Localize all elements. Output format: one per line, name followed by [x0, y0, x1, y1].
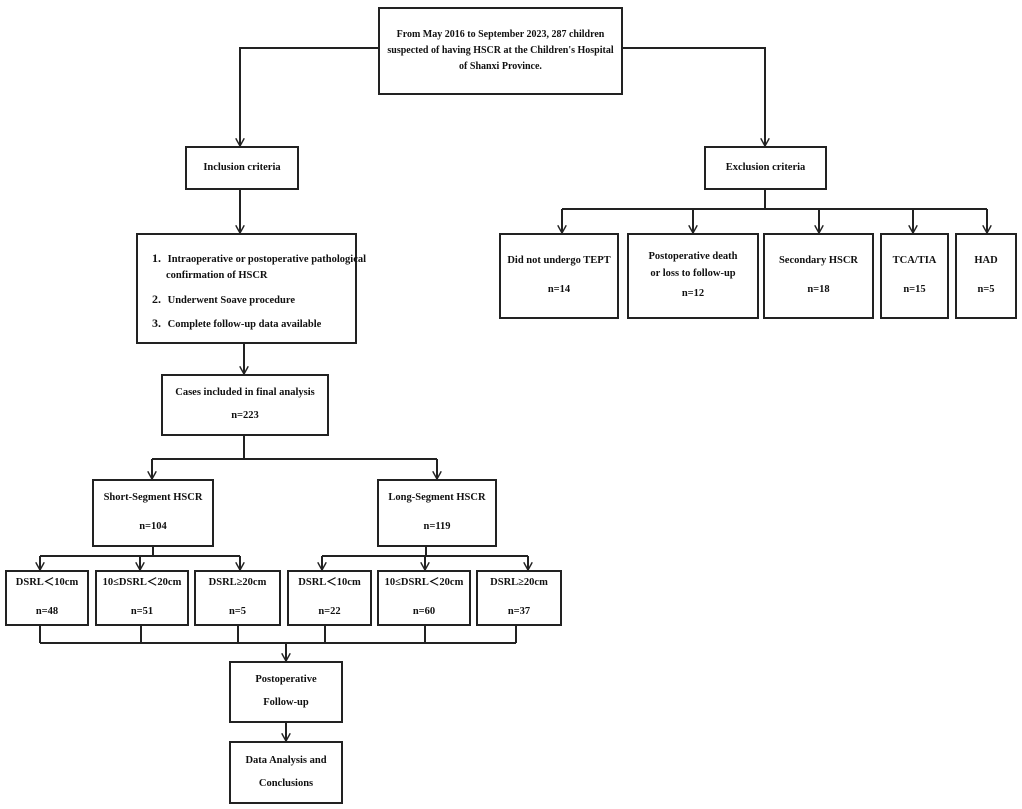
- final-analysis-box: Cases included in final analysis n=223: [161, 374, 329, 436]
- exclusion-criteria-box: Exclusion criteria: [704, 146, 827, 190]
- conclusion-box: Data Analysis and Conclusions: [229, 741, 343, 804]
- exclusion-had-box: HAD n=5: [955, 233, 1017, 319]
- short-dsrl-10-20-label: 10≤DSRL＜20cm: [102, 577, 182, 589]
- inclusion-criteria-title: Inclusion criteria: [203, 161, 281, 173]
- criterion-3: 3. Complete follow-up data available: [152, 314, 345, 333]
- short-dsrl-ge20-box: DSRL≥20cm n=5: [194, 570, 281, 626]
- long-dsrl-10-20-label: 10≤DSRL＜20cm: [384, 577, 464, 589]
- followup-box: Postoperative Follow-up: [229, 661, 343, 723]
- exclusion-had-label: HAD: [974, 255, 998, 267]
- inclusion-criteria-box: Inclusion criteria: [185, 146, 299, 190]
- short-dsrl-lt10-count: n=48: [35, 606, 59, 617]
- criterion-1-text-line-2: confirmation of HSCR: [166, 270, 268, 282]
- criterion-3-number: 3.: [152, 315, 161, 330]
- short-dsrl-lt10-label: DSRL＜10cm: [15, 577, 79, 589]
- exclusion-secondary-label: Secondary HSCR: [778, 255, 859, 267]
- exclusion-no-tept-count: n=14: [547, 284, 571, 295]
- final-analysis-count: n=223: [231, 410, 259, 421]
- connector-to-exclusion: [623, 47, 765, 146]
- exclusion-death-loss-count: n=12: [681, 288, 705, 300]
- long-dsrl-ge20-count: n=37: [507, 606, 531, 617]
- criterion-1: 1. Intraoperative or postoperative patho…: [152, 249, 366, 268]
- criterion-2: 2. Underwent Soave procedure: [152, 290, 345, 309]
- long-dsrl-lt10-box: DSRL＜10cm n=22: [287, 570, 372, 626]
- long-dsrl-lt10-count: n=22: [318, 606, 341, 617]
- short-segment-box: Short-Segment HSCR n=104: [92, 479, 214, 547]
- long-dsrl-10-20-box: 10≤DSRL＜20cm n=60: [377, 570, 471, 626]
- connector-to-inclusion: [240, 47, 378, 146]
- short-segment-title: Short-Segment HSCR: [103, 492, 203, 504]
- conclusion-line-2: Conclusions: [258, 777, 314, 789]
- followup-line-2: Follow-up: [263, 697, 309, 708]
- exclusion-no-tept-label: Did not undergo TEPT: [507, 255, 611, 267]
- conclusion-line-1: Data Analysis and: [245, 754, 327, 766]
- source-line-2: suspected of having HSCR at the Children…: [387, 45, 614, 56]
- exclusion-secondary-box: Secondary HSCR n=18: [763, 233, 874, 319]
- exclusion-no-tept-box: Did not undergo TEPT n=14: [499, 233, 619, 319]
- exclusion-tca-tia-label: TCA/TIA: [892, 255, 937, 267]
- exclusion-secondary-count: n=18: [807, 284, 830, 295]
- exclusion-death-loss-box: Postoperative death or loss to follow-up…: [627, 233, 759, 319]
- exclusion-had-count: n=5: [977, 284, 995, 295]
- exclusion-death-loss-line-2: or loss to follow-up: [650, 267, 736, 279]
- long-dsrl-ge20-box: DSRL≥20cm n=37: [476, 570, 562, 626]
- short-dsrl-ge20-label: DSRL≥20cm: [208, 577, 267, 589]
- inclusion-criteria-list: 1. Intraoperative or postoperative patho…: [136, 233, 366, 344]
- source-line-1: From May 2016 to September 2023, 287 chi…: [396, 29, 605, 40]
- criterion-1-text-line-1: Intraoperative or postoperative patholog…: [167, 254, 367, 265]
- short-dsrl-lt10-box: DSRL＜10cm n=48: [5, 570, 89, 626]
- exclusion-death-loss-line-1: Postoperative death: [648, 250, 738, 262]
- exclusion-tca-tia-box: TCA/TIA n=15: [880, 233, 949, 319]
- source-population-box: From May 2016 to September 2023, 287 chi…: [378, 7, 623, 95]
- long-segment-box: Long-Segment HSCR n=119: [377, 479, 497, 547]
- criterion-2-number: 2.: [152, 291, 161, 306]
- exclusion-tca-tia-count: n=15: [903, 284, 926, 295]
- short-dsrl-ge20-count: n=5: [228, 606, 247, 617]
- long-segment-count: n=119: [423, 521, 451, 532]
- exclusion-criteria-title: Exclusion criteria: [725, 161, 806, 173]
- long-dsrl-ge20-label: DSRL≥20cm: [490, 577, 548, 589]
- criterion-1-number: 1.: [152, 251, 161, 265]
- long-segment-title: Long-Segment HSCR: [388, 492, 486, 504]
- criterion-2-text: Underwent Soave procedure: [167, 294, 295, 306]
- long-dsrl-lt10-label: DSRL＜10cm: [298, 577, 361, 589]
- long-dsrl-10-20-count: n=60: [412, 606, 436, 617]
- short-dsrl-10-20-count: n=51: [130, 606, 154, 617]
- short-dsrl-10-20-box: 10≤DSRL＜20cm n=51: [95, 570, 189, 626]
- criterion-3-text: Complete follow-up data available: [167, 318, 322, 330]
- followup-line-1: Postoperative: [255, 674, 317, 686]
- source-line-3: of Shanxi Province.: [459, 61, 542, 72]
- final-analysis-title: Cases included in final analysis: [175, 387, 315, 399]
- short-segment-count: n=104: [139, 521, 167, 532]
